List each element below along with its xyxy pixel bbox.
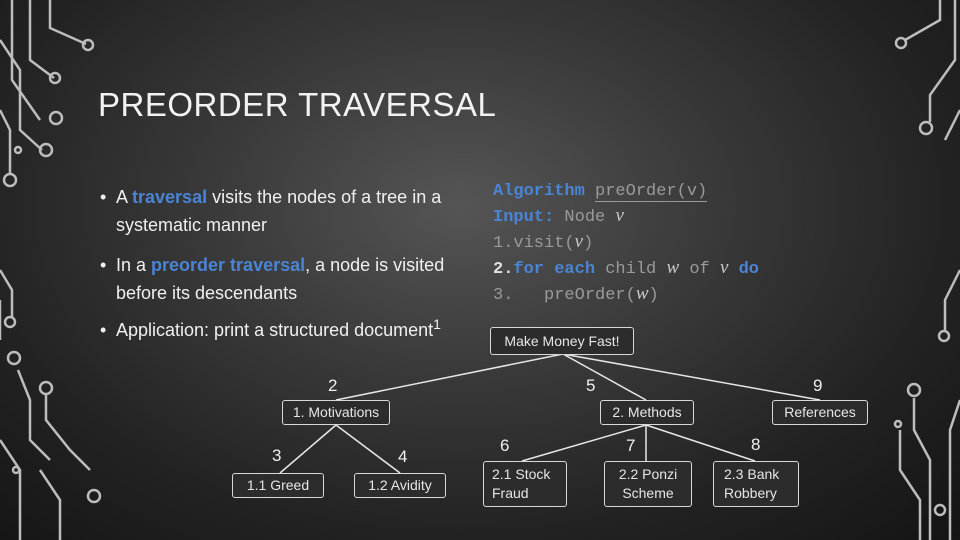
highlight-preorder-traversal: preorder traversal xyxy=(151,255,306,275)
algo-input: Input: Node v xyxy=(493,205,624,227)
visit-order-label: 9 xyxy=(813,376,823,395)
tree-node-greed: 1.1 Greed xyxy=(232,473,324,498)
footnote-marker: 1 xyxy=(433,316,441,332)
tree-node-stock-fraud: 2.1 Stock Fraud xyxy=(483,461,567,507)
visit-order-label: 8 xyxy=(751,435,761,454)
tree-root-node: Make Money Fast! xyxy=(490,327,634,355)
highlight-traversal: traversal xyxy=(132,187,208,207)
bullet-application: • Application: print a structured docume… xyxy=(100,316,500,344)
bullet-traversal: • A traversal visits the nodes of a tree… xyxy=(100,183,480,239)
slide-title: PREORDER TRAVERSAL xyxy=(98,86,497,123)
visit-order-label: 4 xyxy=(398,447,408,466)
visit-order-label: 2 xyxy=(328,376,338,395)
tree-node-bank-robbery: 2.3 Bank Robbery xyxy=(713,461,799,507)
visit-order-label: 5 xyxy=(586,376,596,395)
tree-node-avidity: 1.2 Avidity xyxy=(354,473,446,498)
algorithm-pseudocode: Algorithm preOrder(v) Input: Node v 1.vi… xyxy=(493,180,759,308)
bullet-preorder: • In a preorder traversal, a node is vis… xyxy=(100,251,460,307)
algo-line-1: 1.visit(v) xyxy=(493,231,594,253)
bullet-dot: • xyxy=(100,320,107,340)
tree-node-methods: 2. Methods xyxy=(600,400,694,425)
tree-node-motivations: 1. Motivations xyxy=(282,400,390,425)
algo-line-2: 2.for each child w of v do xyxy=(493,257,759,279)
visit-order-label: 6 xyxy=(500,436,510,455)
tree-node-references: References xyxy=(772,400,868,425)
algo-line-3: 3. preOrder(w) xyxy=(493,283,659,305)
bullet-dot: • xyxy=(100,255,107,275)
bullet-dot: • xyxy=(100,187,107,207)
visit-order-label: 7 xyxy=(626,436,636,455)
tree-node-ponzi-scheme: 2.2 Ponzi Scheme xyxy=(604,461,692,507)
visit-order-label: 3 xyxy=(272,446,282,465)
algo-header: Algorithm preOrder(v) xyxy=(493,182,708,202)
